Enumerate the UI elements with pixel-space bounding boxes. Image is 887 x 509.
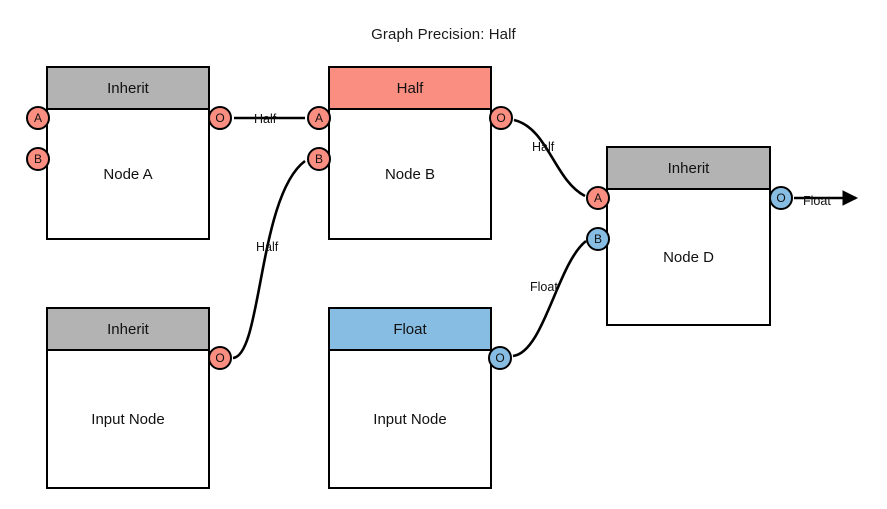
edge-label: Float	[530, 280, 558, 294]
edge-label: Half	[256, 240, 279, 254]
node-port-output-o[interactable]: O	[208, 106, 232, 130]
node-port-input-a[interactable]: A	[307, 106, 331, 130]
node-port-input-b[interactable]: B	[26, 147, 50, 171]
node-port-input-a[interactable]: A	[586, 186, 610, 210]
node-port-input-b[interactable]: B	[307, 147, 331, 171]
node-body-label: Node B	[384, 165, 436, 183]
node-port-input-b[interactable]: B	[586, 227, 610, 251]
node-body-label: Node A	[103, 165, 153, 183]
node-body-label: Node D	[663, 248, 714, 266]
node-body-label: Input Node	[91, 410, 165, 428]
page-title: Graph Precision: Half	[371, 26, 516, 43]
node-port-output-o[interactable]: O	[769, 186, 793, 210]
node-header-precision[interactable]: Float	[330, 309, 490, 351]
node-body-label: Input Node	[373, 410, 447, 428]
node-header-precision[interactable]: Inherit	[48, 68, 208, 110]
node-header-precision[interactable]: Inherit	[48, 309, 208, 351]
edge-label: Half	[254, 112, 277, 126]
edge-label: Half	[532, 140, 555, 154]
node-header-precision[interactable]: Inherit	[608, 148, 769, 190]
edge-label: Float	[803, 194, 831, 208]
graph-edge	[513, 118, 586, 198]
node-port-input-a[interactable]: A	[26, 106, 50, 130]
node-header-precision[interactable]: Half	[330, 68, 490, 110]
node-port-output-o[interactable]: O	[208, 346, 232, 370]
node-port-output-o[interactable]: O	[488, 346, 512, 370]
graph-edge	[232, 159, 306, 360]
graph-edge	[512, 239, 587, 358]
node-port-output-o[interactable]: O	[489, 106, 513, 130]
